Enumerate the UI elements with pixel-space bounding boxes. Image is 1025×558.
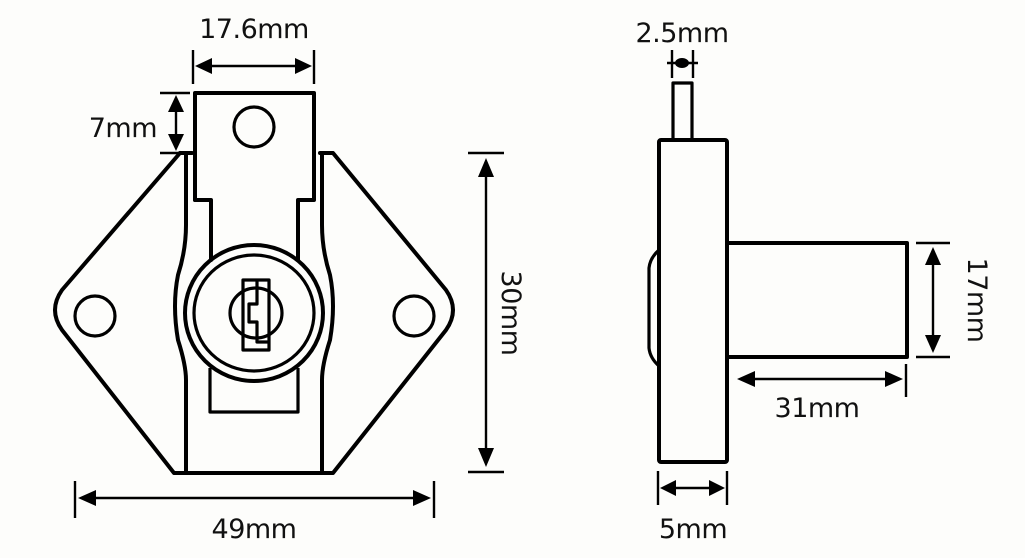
keyhole-slot <box>241 278 271 352</box>
dimension-cylinder-diameter: 17mm <box>916 241 992 359</box>
bolt-tongue <box>193 91 316 262</box>
flange-plate <box>53 151 455 475</box>
label-flange-thickness: 5mm <box>659 514 727 545</box>
cylinder-body <box>725 241 909 359</box>
cylinder-inner-ring <box>192 253 316 373</box>
dimension-tongue-height: 7mm <box>89 91 190 155</box>
housing-right-side <box>320 151 335 475</box>
tongue-hole <box>232 105 276 149</box>
label-tongue-height: 7mm <box>89 113 157 144</box>
cylinder-outer-ring <box>183 243 325 383</box>
bolt-tongue-step <box>193 198 213 262</box>
flange-body <box>657 138 729 464</box>
side-view: 2.5mm 17mm 31mm 5mm <box>635 18 992 545</box>
housing-left-side <box>173 151 188 475</box>
cylinder-face <box>647 248 661 368</box>
dimension-cylinder-length: 31mm <box>737 364 908 424</box>
dimension-body-height: 30mm <box>468 151 526 474</box>
mounting-hole-left <box>73 294 117 338</box>
dimension-flange-width: 49mm <box>73 481 436 545</box>
dimension-tongue-width: 17.6mm <box>191 14 316 84</box>
dimension-bolt-thickness: 2.5mm <box>635 18 729 78</box>
label-flange-width: 49mm <box>212 514 297 545</box>
label-cylinder-length: 31mm <box>775 393 860 424</box>
lower-slot <box>208 368 300 414</box>
mounting-hole-right <box>392 294 436 338</box>
label-cylinder-diameter: 17mm <box>961 258 992 343</box>
label-tongue-width: 17.6mm <box>199 14 309 45</box>
front-view: 17.6mm 7mm 30mm 49mm <box>53 14 526 545</box>
label-bolt-thickness: 2.5mm <box>635 18 728 49</box>
label-body-height: 30mm <box>495 271 526 356</box>
bolt-pin <box>671 81 694 140</box>
dimension-flange-thickness: 5mm <box>656 471 729 545</box>
keyhole-ward <box>247 280 269 344</box>
